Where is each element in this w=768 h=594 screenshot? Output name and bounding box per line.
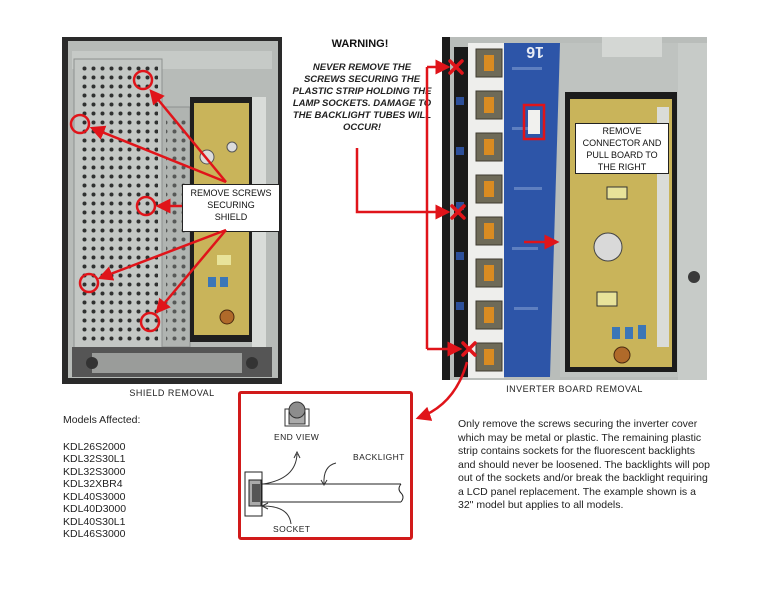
remove-screws-callout: REMOVE SCREWS SECURING SHIELD [182, 184, 280, 232]
model-item: KDL32XBR4 [63, 478, 123, 490]
socket-icon [244, 471, 263, 517]
remove-connector-callout: REMOVE CONNECTOR AND PULL BOARD TO THE R… [575, 123, 669, 174]
socket-diagram: END VIEW BACKLIGHT SOCKET [238, 391, 413, 540]
shield-removal-caption: SHIELD REMOVAL [129, 388, 215, 398]
model-item: KDL40S30L1 [63, 515, 126, 528]
socket-label: SOCKET [273, 524, 311, 534]
callout-line: REMOVE SCREWS [190, 188, 272, 198]
backlight-label: BACKLIGHT [353, 452, 405, 462]
model-item: KDL40D3000 [63, 503, 127, 515]
end-view-pointer [262, 453, 298, 485]
warning-body: NEVER REMOVE THE SCREWS SECURING THE PLA… [292, 62, 432, 133]
model-item: KDL40S3000 [63, 490, 126, 503]
callout-line: REMOVE [602, 126, 642, 136]
callout-line: SHIELD [214, 212, 248, 222]
callout-line: THE RIGHT [597, 162, 647, 172]
model-item: KDL26S2000 [63, 440, 126, 453]
callout-line: SECURING [207, 200, 255, 210]
connector-highlight [522, 103, 546, 141]
model-item: KDL32S30L1 [63, 453, 126, 465]
socket-diagram-drawing [244, 401, 404, 525]
inverter-board-removal-caption: INVERTER BOARD REMOVAL [506, 384, 643, 394]
backlight-pointer [323, 462, 337, 485]
socket-pointer [262, 505, 292, 525]
end-view-label: END VIEW [274, 432, 320, 442]
warning-title: WARNING! [331, 38, 389, 50]
model-item: KDL32S3000 [63, 465, 126, 478]
inverter-photo-illustration: 16 [442, 37, 707, 380]
end-view-icon [284, 401, 310, 427]
models-affected: Models Affected: KDL26S2000 KDL32S30L1 K… [63, 414, 140, 541]
callout-line: PULL BOARD TO [586, 150, 658, 160]
instruction-paragraph: Only remove the screws securing the inve… [458, 418, 710, 511]
inverter-board-photo: 16 [442, 37, 707, 380]
backlight-tube [261, 483, 404, 503]
callout-line: CONNECTOR AND [582, 138, 662, 148]
model-item: KDL46S3000 [63, 528, 126, 540]
inverter-transformers [475, 48, 503, 372]
warning-connector-line [355, 148, 451, 220]
models-heading: Models Affected: [63, 414, 141, 426]
board-number: 16 [526, 43, 544, 60]
